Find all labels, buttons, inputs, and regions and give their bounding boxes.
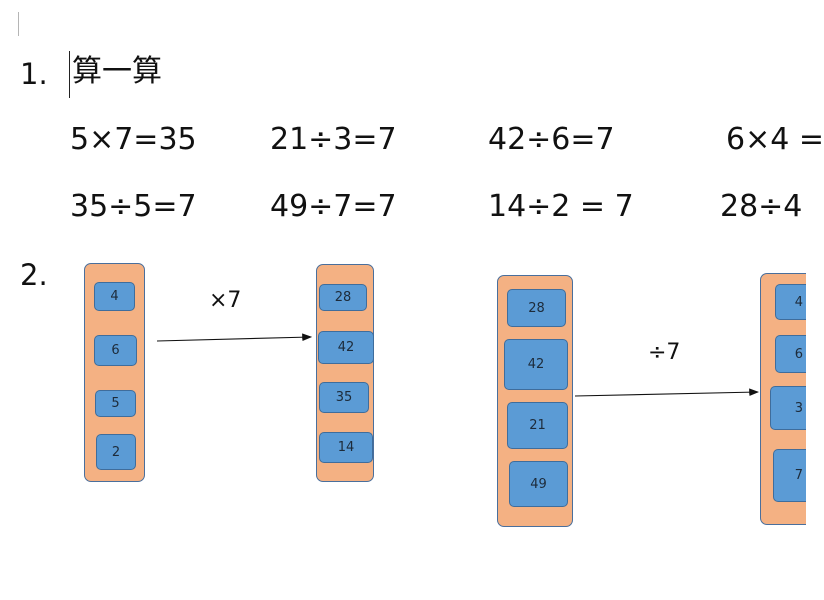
equation-r2-c2: 49÷7=7 (270, 189, 397, 224)
cell-out1-1: 28 (319, 284, 367, 311)
equation-r2-c1: 35÷5=7 (70, 189, 197, 224)
cell-in1-3: 5 (95, 390, 136, 417)
question-2-number: 2. (20, 258, 48, 292)
arrow-2 (574, 388, 760, 397)
cell-in1-4: 2 (96, 434, 136, 470)
cell-in2-2: 42 (504, 339, 568, 390)
cell-out2-4: 7 (773, 449, 806, 502)
cell-out2-1: 4 (775, 284, 806, 320)
arrow-1 (156, 333, 313, 342)
operation-label-2: ÷7 (648, 340, 681, 365)
question-1-title: 算一算 (72, 54, 162, 89)
equation-r2-c4: 28÷4 (720, 189, 803, 224)
cell-out2-2: 6 (775, 335, 806, 373)
equation-r1-c2: 21÷3=7 (270, 122, 397, 157)
equation-r1-c4: 6×4 = (726, 122, 824, 157)
cell-out1-4: 14 (319, 432, 373, 463)
equation-r1-c3: 42÷6=7 (488, 122, 615, 157)
cell-out1-2: 42 (318, 331, 374, 364)
cell-in2-1: 28 (507, 289, 566, 327)
equation-r2-c3: 14÷2 = 7 (488, 189, 634, 224)
cell-in1-1: 4 (94, 282, 135, 311)
cell-in2-4: 49 (509, 461, 568, 507)
cell-in1-2: 6 (94, 335, 137, 366)
operation-label-1: ×7 (209, 288, 242, 313)
text-cursor (69, 51, 70, 98)
cell-in2-3: 21 (507, 402, 568, 449)
cell-out1-3: 35 (319, 382, 369, 413)
margin-mark (18, 12, 19, 36)
question-1-number: 1. (20, 57, 48, 91)
arrows-layer (156, 333, 760, 397)
cell-out2-3: 3 (770, 386, 806, 430)
equation-r1-c1: 5×7=35 (70, 122, 197, 157)
